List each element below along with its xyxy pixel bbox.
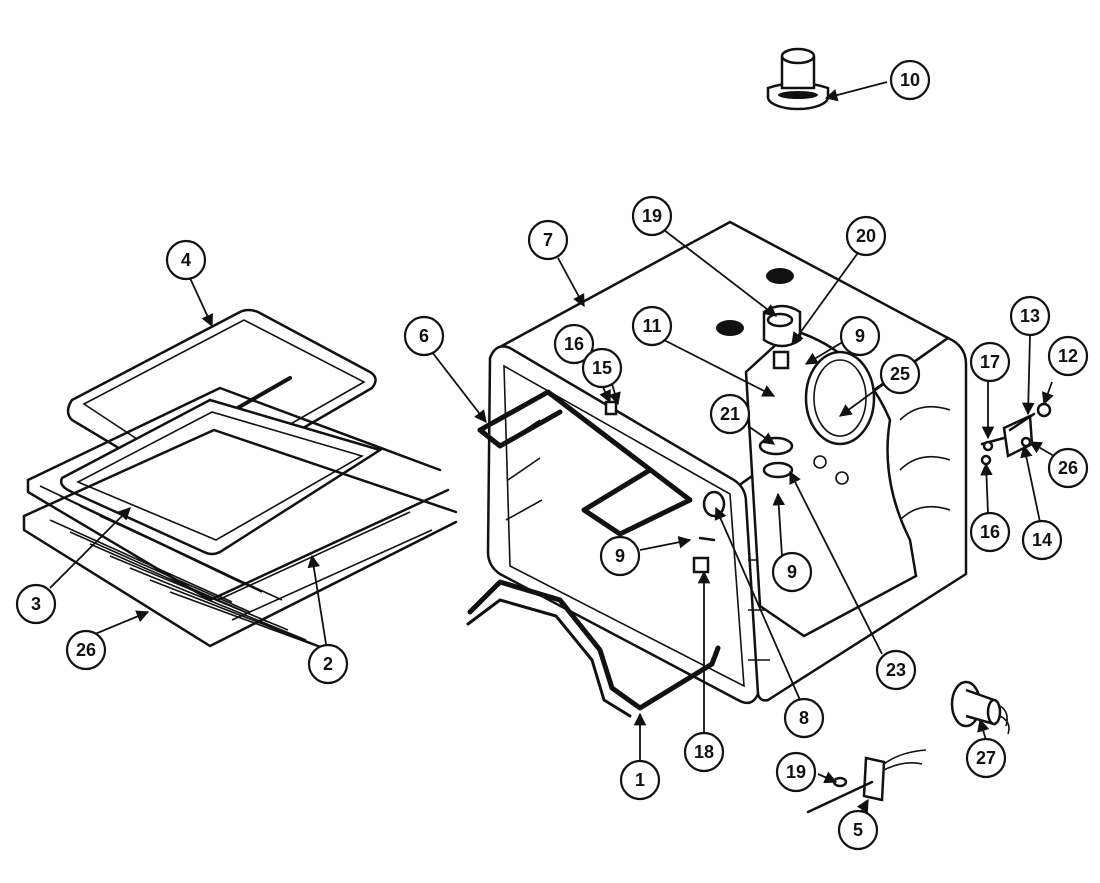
callout-18: 16 — [553, 323, 595, 365]
callout-8: 8 — [783, 697, 825, 739]
svg-text:16: 16 — [980, 522, 1000, 542]
svg-text:6: 6 — [419, 326, 429, 346]
svg-text:4: 4 — [181, 250, 191, 270]
callout-19: 18 — [683, 731, 725, 773]
svg-text:17: 17 — [980, 352, 1000, 372]
svg-text:7: 7 — [543, 230, 553, 250]
svg-text:8: 8 — [799, 708, 809, 728]
part-2-and-26-oven-racks — [22, 386, 458, 657]
svg-text:19: 19 — [642, 206, 662, 226]
callout-23: 21 — [709, 393, 751, 435]
svg-text:9: 9 — [615, 546, 625, 566]
svg-text:15: 15 — [592, 358, 612, 378]
svg-text:2: 2 — [323, 654, 333, 674]
callout-9-left: 9 — [599, 535, 641, 577]
svg-text:19: 19 — [786, 762, 806, 782]
callout-11: 11 — [631, 305, 673, 347]
svg-text:1: 1 — [635, 770, 645, 790]
callout-5: 5 — [837, 809, 879, 851]
callout-14: 14 — [1021, 519, 1063, 561]
svg-text:9: 9 — [855, 326, 865, 346]
callout-16: 17 — [969, 341, 1011, 383]
leader-lines — [49, 81, 1055, 815]
svg-text:5: 5 — [853, 820, 863, 840]
callout-25: 25 — [879, 353, 921, 395]
callout-20: 19 — [775, 751, 817, 793]
callout-3: 3 — [15, 583, 57, 625]
part-3-broiler-pan — [59, 398, 383, 556]
svg-text:21: 21 — [720, 404, 740, 424]
part-7-oven-cavity — [486, 220, 968, 705]
callout-21: 19 — [631, 195, 673, 237]
callout-15: 16 — [969, 511, 1011, 553]
callout-13: 13 — [1009, 295, 1051, 337]
svg-text:25: 25 — [890, 364, 910, 384]
svg-text:10: 10 — [900, 70, 920, 90]
svg-text:12: 12 — [1058, 346, 1078, 366]
svg-text:9: 9 — [787, 562, 797, 582]
part-1-bake-element — [466, 579, 721, 718]
callout-10: 10 — [889, 59, 931, 101]
callout-9-mid: 9 — [771, 551, 813, 593]
callout-12: 12 — [1047, 335, 1089, 377]
part-27-socket — [950, 680, 1010, 735]
svg-text:23: 23 — [886, 660, 906, 680]
callout-24: 23 — [875, 649, 917, 691]
callout-27: 27 — [965, 737, 1007, 779]
callout-2: 2 — [307, 643, 349, 685]
svg-text:27: 27 — [976, 748, 996, 768]
callout-26-right: 26 — [1047, 447, 1089, 489]
svg-text:20: 20 — [856, 226, 876, 246]
parts-12-to-16-hardware — [980, 402, 1052, 466]
callout-4: 4 — [165, 239, 207, 281]
callout-26-left: 26 — [65, 629, 107, 671]
part-5-and-20-sensor — [806, 749, 927, 814]
callout-7: 7 — [527, 219, 569, 261]
svg-text:3: 3 — [31, 594, 41, 614]
callout-1: 1 — [619, 759, 661, 801]
svg-text:26: 26 — [76, 640, 96, 660]
svg-text:13: 13 — [1020, 306, 1040, 326]
svg-text:18: 18 — [694, 742, 714, 762]
svg-text:26: 26 — [1058, 458, 1078, 478]
svg-text:16: 16 — [564, 334, 584, 354]
callout-6: 6 — [403, 315, 445, 357]
callout-17: 15 — [581, 347, 623, 389]
callout-9-top: 9 — [839, 315, 881, 357]
part-8-and-19-small-parts — [692, 490, 726, 574]
callout-22: 20 — [845, 215, 887, 257]
svg-text:14: 14 — [1032, 530, 1052, 550]
part-10-drawing — [766, 47, 830, 111]
svg-text:11: 11 — [642, 316, 661, 336]
